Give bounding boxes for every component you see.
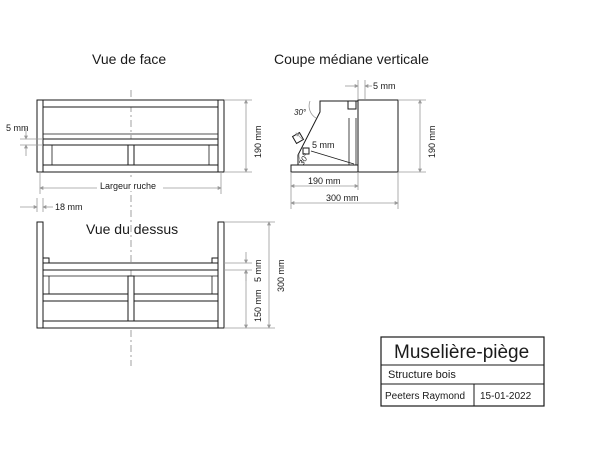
title-block: Muselière-piège Structure bois Peeters R… <box>380 336 545 407</box>
section-top-gap-dim: 5 mm <box>373 81 396 91</box>
front-top-rail <box>42 99 219 108</box>
front-left-post <box>36 99 44 173</box>
top-back-rail <box>42 320 219 329</box>
section-angle-top: 30° <box>294 108 307 117</box>
drawing-subtitle: Structure bois <box>388 369 456 381</box>
section-inner-ramp <box>310 150 355 165</box>
section-inner-gap-dim: 5 mm <box>312 140 335 150</box>
front-right-post <box>217 99 225 173</box>
section-base <box>290 164 359 173</box>
top-total-dim: 300 mm <box>276 259 286 292</box>
section-view: 30° 30° 5 mm 5 mm 190 mm 190 mm 300 mm <box>290 80 437 209</box>
section-top-cleat <box>347 100 357 110</box>
drawing-name: Muselière-piège <box>394 342 529 363</box>
top-gap-dim: 5 mm <box>253 260 263 283</box>
front-view: 5 mm 190 mm Largeur ruche 18 mm <box>6 90 263 366</box>
front-slot-dim: 5 mm <box>6 123 29 133</box>
section-mid-cleat <box>291 131 305 145</box>
section-height-dim: 190 mm <box>427 125 437 158</box>
front-view-title: Vue de face <box>92 51 166 67</box>
front-height-dim: 190 mm <box>253 125 263 158</box>
front-side-dim: 18 mm <box>55 202 83 212</box>
section-total-dim: 300 mm <box>326 193 359 203</box>
top-view-title: Vue du dessus <box>86 221 178 237</box>
top-left-block <box>42 257 50 264</box>
section-low-cleat <box>302 147 310 155</box>
front-width-dim: Largeur ruche <box>100 181 156 191</box>
section-depth-dim: 190 mm <box>308 176 341 186</box>
section-view-title: Coupe médiane verticale <box>274 51 429 67</box>
top-view: 5 mm 150 mm 300 mm <box>36 221 286 329</box>
top-front-rail <box>42 262 219 271</box>
front-slot-rail <box>42 138 219 146</box>
front-center-post <box>127 144 135 166</box>
top-right-side <box>217 221 225 329</box>
top-right-block <box>211 257 219 264</box>
top-left-side <box>36 221 44 329</box>
top-depth-dim: 150 mm <box>253 289 263 322</box>
drawing-author: Peeters Raymond <box>385 391 465 402</box>
top-center-post <box>127 275 135 322</box>
drawing-date: 15-01-2022 <box>480 391 532 402</box>
front-bottom-rail <box>42 164 219 173</box>
section-back-block <box>357 99 399 173</box>
